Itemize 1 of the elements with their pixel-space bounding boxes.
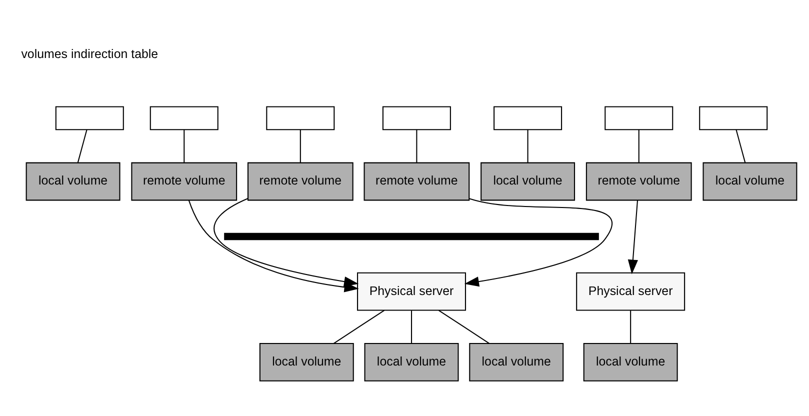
label: volumes indirection table [21,46,158,61]
